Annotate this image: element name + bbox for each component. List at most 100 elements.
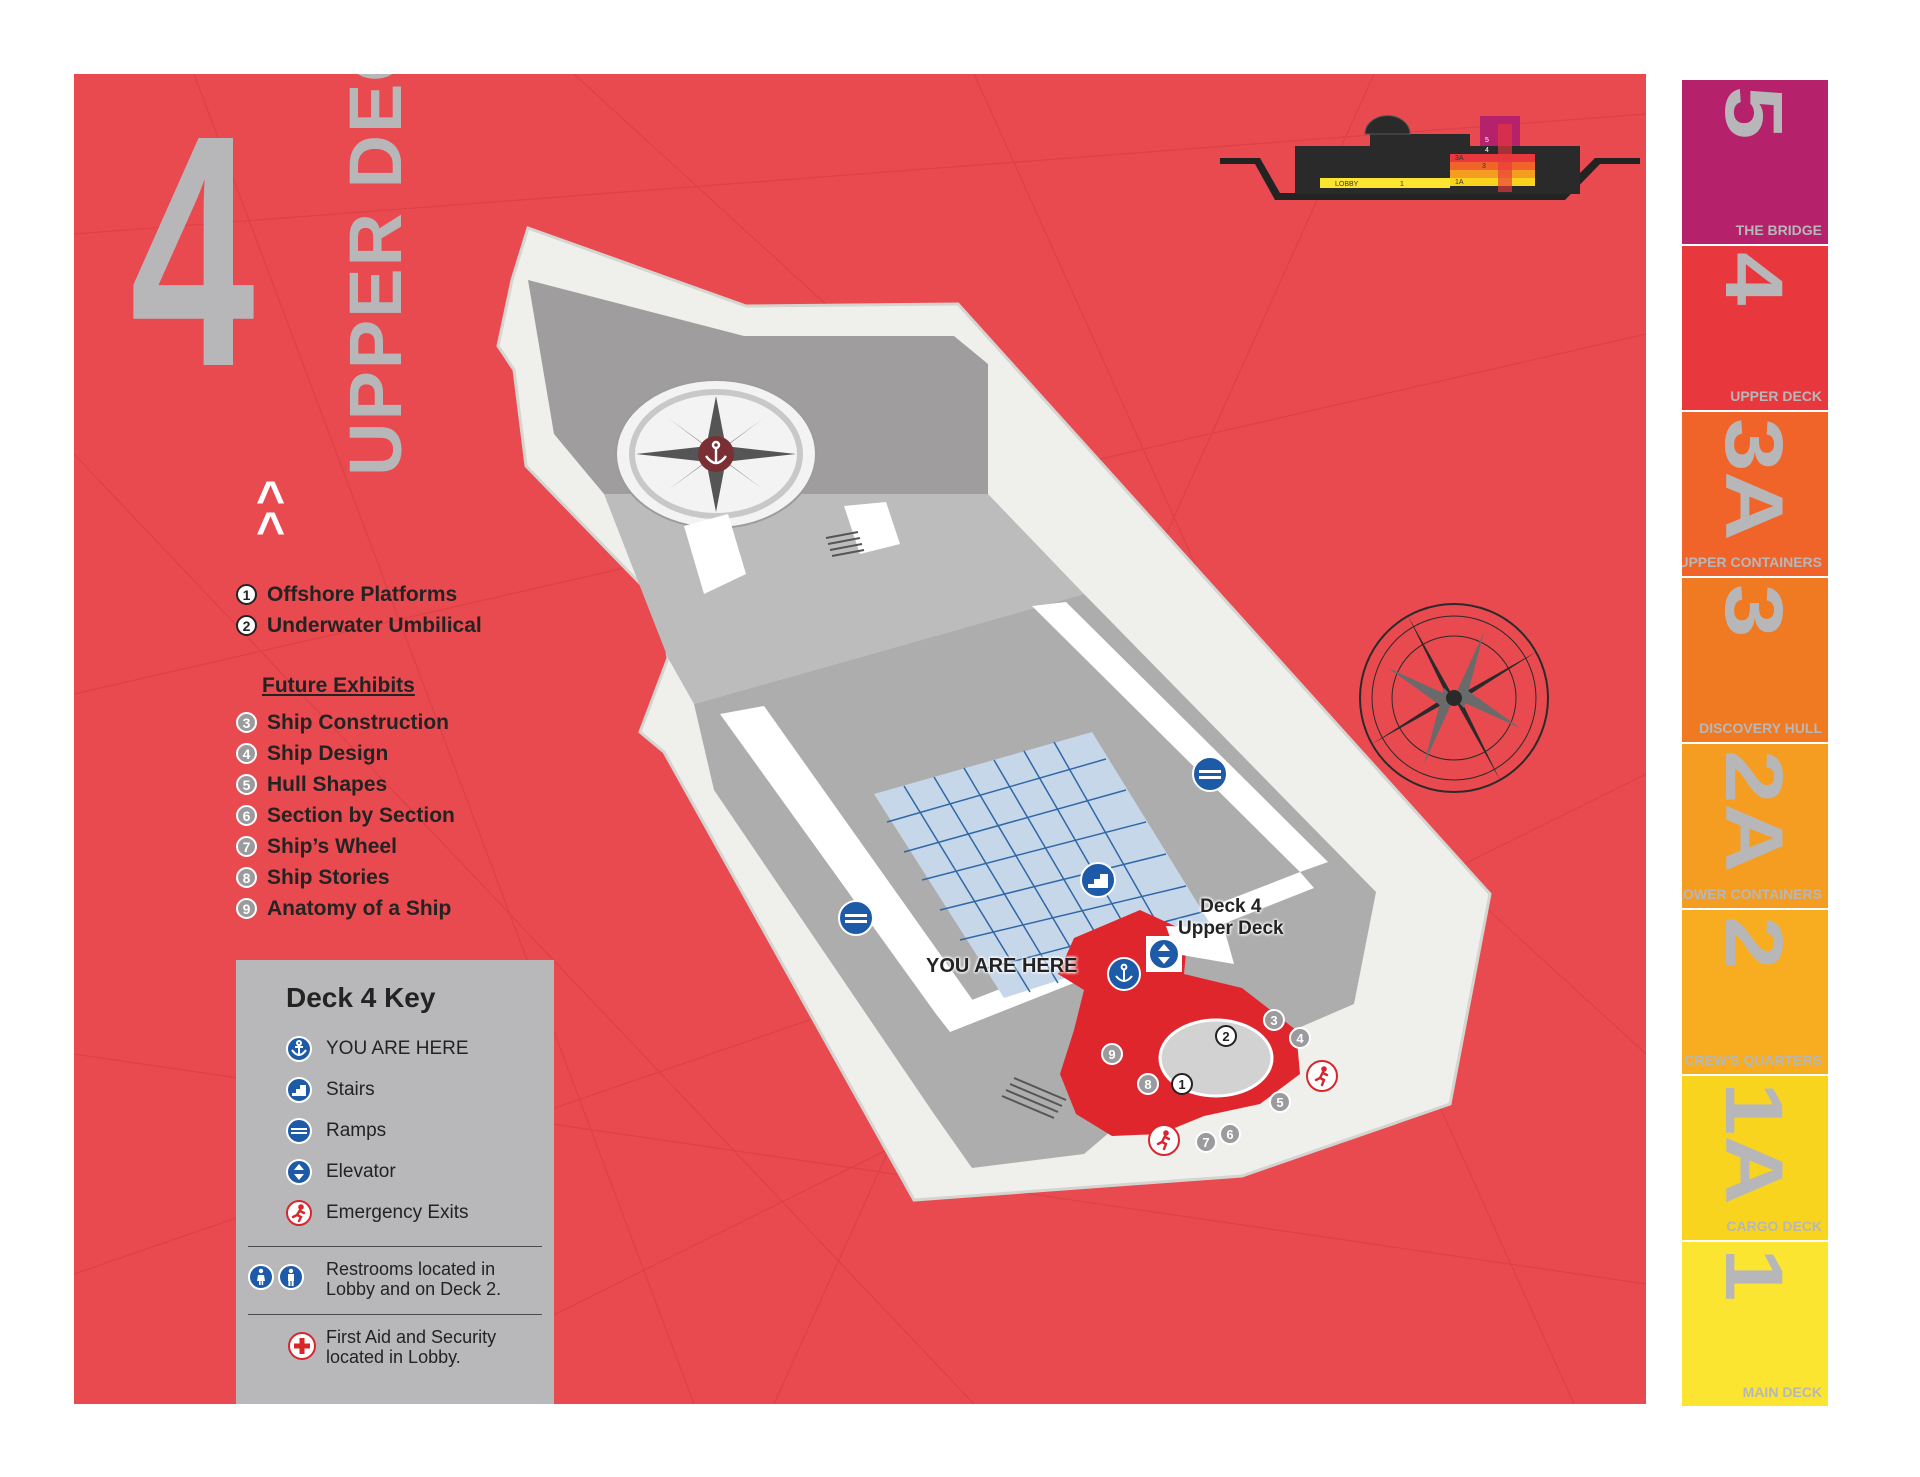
deck-band-number: 2 bbox=[1708, 916, 1800, 970]
exhibit-marker-3: 3 bbox=[1263, 1009, 1285, 1031]
deck-band-name: CARGO DECK bbox=[1726, 1218, 1822, 1234]
exhibit-marker-6: 6 bbox=[1219, 1123, 1241, 1145]
exhibit-number-badge: 5 bbox=[236, 774, 257, 795]
exhibit-marker-4: 4 bbox=[1289, 1027, 1311, 1049]
key-item-elevator: Elevator bbox=[286, 1159, 396, 1185]
svg-text:2: 2 bbox=[1222, 1029, 1229, 1044]
svg-text:6: 6 bbox=[1226, 1127, 1233, 1142]
deck-band-number: 1 bbox=[1708, 1248, 1800, 1302]
deck-number: 4 bbox=[130, 74, 255, 435]
deck-label-line2: Upper Deck bbox=[1178, 917, 1284, 939]
key-item-ramps: Ramps bbox=[286, 1118, 386, 1144]
svg-text:4: 4 bbox=[1296, 1031, 1304, 1046]
deck-band-3a: 3A UPPER CONTAINERS bbox=[1682, 412, 1828, 576]
exhibit-label: Section by Section bbox=[267, 803, 455, 827]
ramp-icon bbox=[838, 900, 874, 936]
exhibit-marker-7: 7 bbox=[1195, 1131, 1217, 1153]
elevator-icon bbox=[1146, 936, 1182, 972]
emergency-exit-icon bbox=[1306, 1060, 1338, 1092]
svg-text:1: 1 bbox=[1178, 1077, 1185, 1092]
svg-text:3: 3 bbox=[1270, 1013, 1277, 1028]
ramp-icon bbox=[1192, 756, 1228, 792]
deck-band-2a: 2A LOWER CONTAINERS bbox=[1682, 744, 1828, 908]
exhibit-number-badge: 9 bbox=[236, 898, 257, 919]
list-item: 8 Ship Stories bbox=[236, 862, 455, 893]
emergency-exit-icon bbox=[286, 1200, 312, 1226]
key-divider bbox=[248, 1314, 542, 1315]
key-item-emergency-exits: Emergency Exits bbox=[286, 1200, 469, 1226]
deck-band-name: MAIN DECK bbox=[1742, 1384, 1822, 1400]
deck-band-name: UPPER DECK bbox=[1730, 388, 1822, 404]
exhibit-marker-2: 2 bbox=[1215, 1025, 1237, 1047]
exhibit-marker-9: 9 bbox=[1101, 1043, 1123, 1065]
key-title: Deck 4 Key bbox=[286, 982, 436, 1013]
exhibit-marker-1: 1 bbox=[1171, 1073, 1193, 1095]
stairs-icon bbox=[286, 1077, 312, 1103]
deck-location-label: Deck 4 Upper Deck bbox=[1178, 896, 1284, 940]
you-are-here-label: YOU ARE HERE bbox=[926, 955, 1078, 977]
deck-band-name: DISCOVERY HULL bbox=[1699, 720, 1822, 736]
men-restroom-icon bbox=[278, 1264, 304, 1290]
key-label: Emergency Exits bbox=[326, 1202, 469, 1223]
deck-band-name: CREW'S QUARTERS bbox=[1684, 1052, 1822, 1068]
emergency-exit-icon bbox=[1148, 1124, 1180, 1156]
deck-band-number: 5 bbox=[1708, 86, 1800, 140]
exhibit-number-badge: 3 bbox=[236, 712, 257, 733]
profile-label: 5 bbox=[1485, 137, 1489, 144]
compass-booth-right bbox=[844, 502, 900, 554]
ship-profile-diagram: LOBBY 1 1A 3A 3 4 5 bbox=[1220, 115, 1640, 200]
exhibit-label: Offshore Platforms bbox=[267, 582, 458, 606]
key-label: Elevator bbox=[326, 1161, 396, 1182]
deck-band-name: UPPER CONTAINERS bbox=[1682, 554, 1822, 570]
svg-text:7: 7 bbox=[1202, 1135, 1209, 1150]
ramp-icon bbox=[286, 1118, 312, 1144]
deck-label-line1: Deck 4 bbox=[1200, 896, 1262, 917]
svg-text:8: 8 bbox=[1144, 1077, 1151, 1092]
exhibit-marker-5: 5 bbox=[1269, 1091, 1291, 1113]
deck-band-number: 3 bbox=[1708, 584, 1800, 638]
elevator-icon bbox=[286, 1159, 312, 1185]
deck-band-name: LOWER CONTAINERS bbox=[1682, 886, 1822, 902]
women-restroom-icon bbox=[248, 1264, 274, 1290]
anchor-icon bbox=[286, 1036, 312, 1062]
exhibit-ramp bbox=[1166, 926, 1234, 964]
exhibit-label: Ship Design bbox=[267, 741, 389, 765]
stairs-hatch bbox=[825, 531, 865, 557]
profile-label: 3A bbox=[1455, 155, 1464, 162]
profile-label: 3 bbox=[1482, 163, 1486, 170]
exhibit-label: Underwater Umbilical bbox=[267, 613, 482, 637]
restroom-icons bbox=[248, 1264, 304, 1290]
exhibit-number-badge: 4 bbox=[236, 743, 257, 764]
stairs-icon bbox=[1080, 862, 1116, 898]
deck-band-number: 2A bbox=[1708, 750, 1800, 873]
exhibit-number-badge: 1 bbox=[236, 584, 257, 605]
compass-booth-left bbox=[684, 514, 746, 594]
you-are-here-anchor-icon bbox=[1107, 957, 1141, 991]
key-item-stairs: Stairs bbox=[286, 1077, 375, 1103]
anchor-icon bbox=[705, 440, 727, 465]
deck-band-number: 4 bbox=[1708, 252, 1800, 306]
list-item: 9 Anatomy of a Ship bbox=[236, 893, 455, 924]
future-exhibits-heading: Future Exhibits bbox=[262, 674, 415, 697]
list-item: 4 Ship Design bbox=[236, 738, 455, 769]
exhibit-marker-8: 8 bbox=[1137, 1073, 1159, 1095]
first-aid-note: First Aid and Security located in Lobby. bbox=[326, 1327, 497, 1367]
exhibit-label: Ship Stories bbox=[267, 865, 390, 889]
exhibit-number-badge: 8 bbox=[236, 867, 257, 888]
list-item: 1 Offshore Platforms bbox=[236, 579, 482, 610]
svg-text:5: 5 bbox=[1276, 1095, 1283, 1110]
compass-rose-large bbox=[1359, 603, 1549, 793]
exhibit-label: Anatomy of a Ship bbox=[267, 896, 452, 920]
profile-label: 1A bbox=[1455, 179, 1464, 186]
deck-band-number: 3A bbox=[1708, 418, 1800, 541]
